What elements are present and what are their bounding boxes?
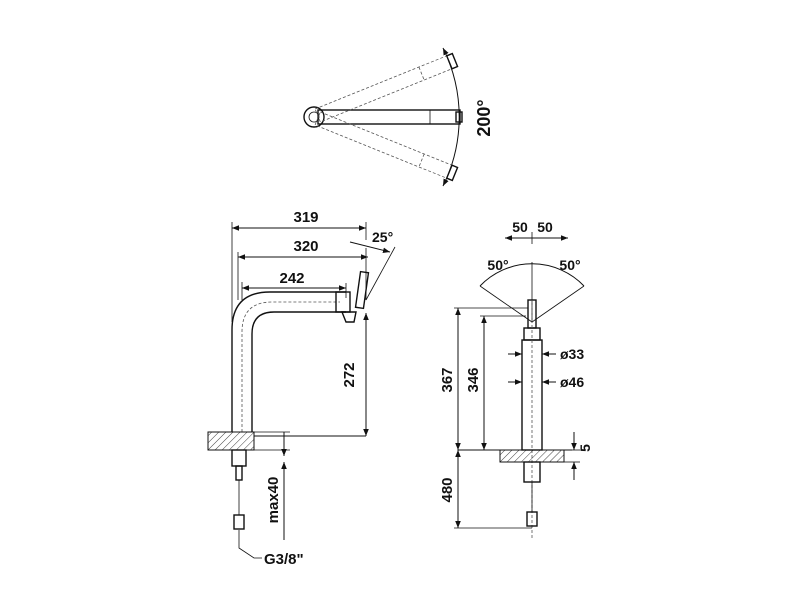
- front-head: [523, 327, 541, 341]
- faucet-body-outer: [231, 291, 346, 432]
- dia-46-label: ø46: [560, 374, 584, 390]
- countertop-section-front: [499, 449, 565, 463]
- dim-367-label: 367: [439, 367, 456, 392]
- angle-50-right-label: 50°: [559, 257, 580, 273]
- dim-max40-label: max40: [265, 477, 282, 524]
- thread-leader: [238, 530, 262, 559]
- spout-upper-ghost: [314, 52, 459, 123]
- dim-480-label: 480: [439, 477, 456, 502]
- top-view: 200°: [303, 47, 494, 187]
- dim-242-label: 242: [279, 270, 304, 287]
- angle-25-ray: [365, 246, 396, 301]
- lever-ray-right: [531, 285, 585, 323]
- lever-ray-left: [479, 285, 533, 323]
- countertop-section-left: [207, 431, 255, 451]
- spout-head: [335, 291, 351, 313]
- front-view: 50 50 50° 50° 367 346 480: [439, 219, 593, 540]
- side-lever[interactable]: [354, 270, 370, 310]
- dim-320-label: 320: [293, 238, 318, 255]
- side-view: 319 320 242 25° 272: [207, 209, 396, 568]
- shank-nut: [231, 449, 247, 467]
- spout-center: [317, 109, 461, 125]
- dim-346-label: 346: [465, 367, 482, 392]
- pivot-inner-circle: [308, 111, 320, 123]
- spout-center-tip: [455, 111, 463, 123]
- dim-50-right-label: 50: [537, 219, 553, 235]
- hose-connector: [233, 514, 245, 530]
- faucet-body-inner: [251, 311, 346, 432]
- front-hose-connector: [526, 511, 538, 527]
- dim-50-left-label: 50: [512, 219, 528, 235]
- thread-label: G3/8": [264, 551, 304, 568]
- dim-5-label: 5: [577, 444, 593, 452]
- angle-25-label: 25°: [372, 229, 393, 245]
- dim-319-label: 319: [293, 209, 318, 226]
- pivot-circle: [303, 106, 325, 128]
- angle-50-left-label: 50°: [487, 257, 508, 273]
- spout-aerator: [340, 311, 357, 323]
- dia-33-label: ø33: [560, 346, 584, 362]
- angle-25-arrow: [349, 241, 391, 254]
- spout-lower-ghost: [314, 111, 459, 182]
- swivel-arc: [442, 47, 460, 187]
- faucet-center-line: [241, 301, 340, 432]
- swivel-angle-label: 200°: [474, 99, 494, 136]
- dim-272-label: 272: [341, 362, 358, 387]
- shank: [235, 465, 243, 481]
